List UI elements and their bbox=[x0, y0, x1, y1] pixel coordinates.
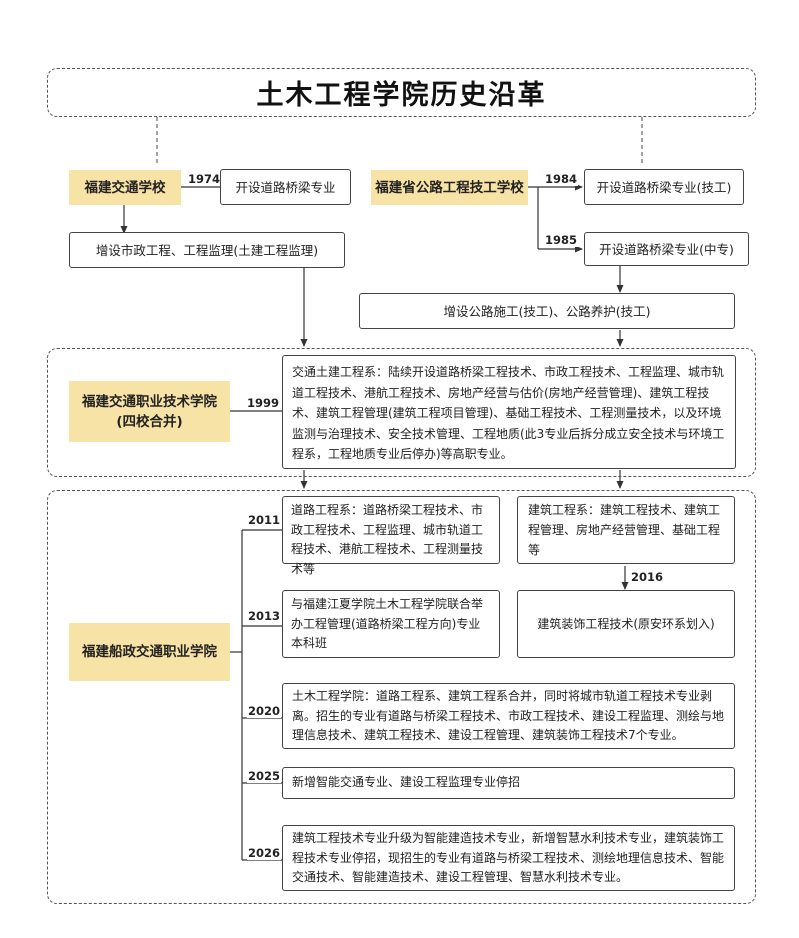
event-highway: 增设公路施工(技工)、公路养护(技工) bbox=[359, 293, 735, 329]
event-2011-road: 道路工程系：道路桥梁工程技术、市政工程技术、工程监理、城市轨道工程技术、港航工程… bbox=[282, 496, 500, 576]
school-fujian-chuanzheng: 福建船政交通职业学院 bbox=[69, 623, 230, 681]
event-1974: 开设道路桥梁专业 bbox=[220, 169, 351, 205]
year-1984: 1984 bbox=[544, 172, 579, 186]
event-1984: 开设道路桥梁专业(技工) bbox=[584, 169, 744, 205]
year-2026: 2026 bbox=[247, 846, 282, 860]
event-1999: 交通土建工程系：陆续开设道路桥梁工程技术、市政工程技术、工程监理、城市轨道工程技… bbox=[282, 355, 736, 469]
event-2020: 土木工程学院：道路工程系、建筑工程系合并，同时将城市轨道工程技术专业剥离。招生的… bbox=[282, 683, 735, 749]
frame-2011 bbox=[47, 490, 756, 904]
event-1985: 开设道路桥梁专业(中专) bbox=[584, 232, 749, 266]
frame-1999 bbox=[47, 348, 756, 477]
title-frame: 土木工程学院历史沿革 bbox=[47, 68, 756, 117]
school-fujian-jiaotong: 福建交通学校 bbox=[69, 170, 181, 205]
event-2026: 建筑工程技术专业升级为智能建造技术专业，新增智慧水利技术专业，建筑装饰工程技术专… bbox=[282, 825, 735, 891]
year-2011: 2011 bbox=[247, 513, 282, 527]
event-municipal: 增设市政工程、工程监理(土建工程监理) bbox=[69, 232, 345, 268]
page-title: 土木工程学院历史沿革 bbox=[256, 80, 547, 111]
year-1999: 1999 bbox=[246, 396, 281, 410]
year-2013: 2013 bbox=[247, 609, 282, 623]
year-2016: 2016 bbox=[630, 570, 665, 584]
event-2013: 与福建江夏学院土木工程学院联合举办工程管理(道路桥梁工程方向)专业本科班 bbox=[282, 590, 500, 658]
year-1974: 1974 bbox=[187, 172, 222, 186]
event-2011-building: 建筑工程系：建筑工程技术、建筑工程管理、房地产经营管理、基础工程等 bbox=[517, 496, 735, 564]
year-1985: 1985 bbox=[544, 233, 579, 247]
event-2016: 建筑装饰工程技术(原安环系划入) bbox=[517, 590, 735, 658]
event-2025: 新增智能交通专业、建设工程监理专业停招 bbox=[282, 767, 735, 799]
school-fujian-highway: 福建省公路工程技工学校 bbox=[371, 170, 528, 205]
year-2025: 2025 bbox=[247, 769, 282, 783]
year-2020: 2020 bbox=[247, 704, 282, 718]
school-fujian-jiaotong-college: 福建交通职业技术学院 (四校合并) bbox=[69, 381, 230, 442]
